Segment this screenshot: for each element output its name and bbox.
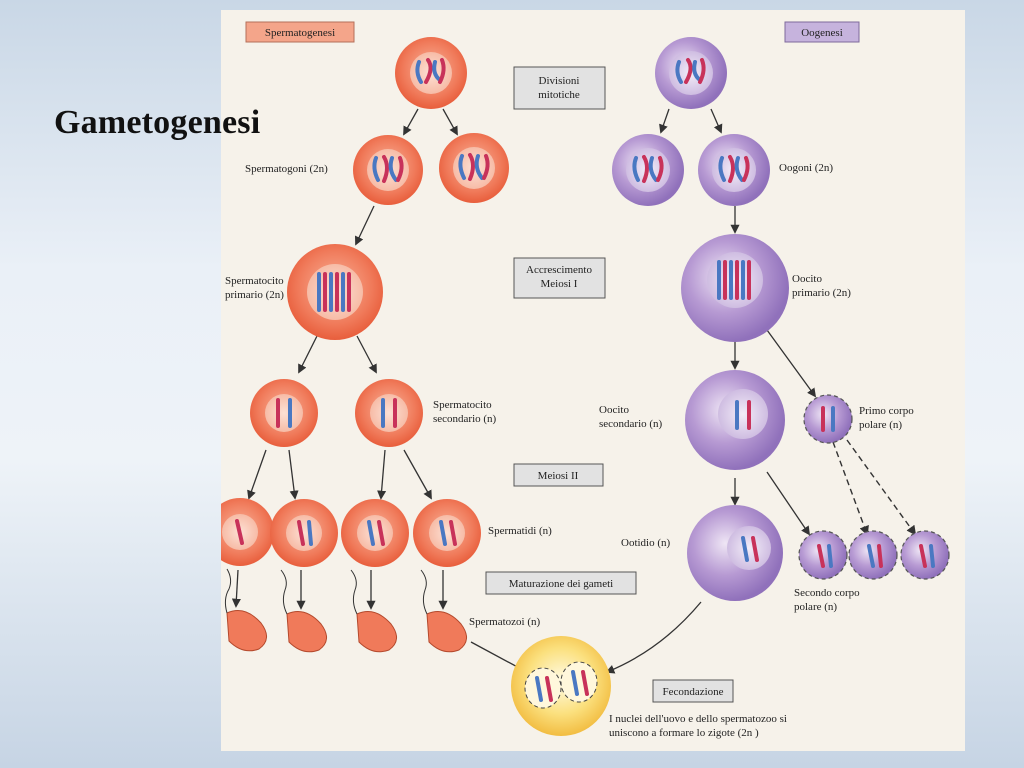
oogonio-2 — [698, 134, 770, 206]
label-ootidio: Ootidio (n) — [621, 537, 671, 549]
stage-box-fecondazione: Fecondazione — [652, 679, 734, 703]
header-spermatogenesi: Spermatogenesi — [245, 21, 355, 43]
oogonio-1 — [612, 134, 684, 206]
label-oocito-primario-1: Oocito — [792, 273, 822, 285]
gametogenesis-figure: Spermatogenesi Oogenesi Divisioni mitoti… — [221, 10, 965, 751]
label-spermatocito-secondario-2: secondario (n) — [433, 413, 497, 425]
caption-zigote-2: uniscono a formare lo zigote (2n ) — [609, 727, 759, 739]
label-oocito-secondario-2: secondario (n) — [599, 418, 663, 430]
arrows — [231, 108, 817, 674]
stage-box-accrescimento: Accrescimento Meiosi I — [513, 257, 606, 299]
svg-text:Accrescimento: Accrescimento — [526, 264, 592, 276]
svg-text:Meiosi II: Meiosi II — [538, 470, 579, 482]
label-spermatocito-primario-2: primario (2n) — [225, 289, 284, 301]
stage-box-maturazione: Maturazione dei gameti — [485, 571, 637, 595]
label-spermatogoni: Spermatogoni (2n) — [245, 163, 328, 175]
header-oogenesi: Oogenesi — [784, 21, 860, 43]
oogonio-madre — [655, 37, 727, 109]
label-spermatocito-primario-1: Spermatocito — [225, 275, 284, 287]
svg-text:Fecondazione: Fecondazione — [662, 686, 723, 698]
spermatogonio-1 — [353, 135, 423, 205]
label-spermatidi: Spermatidi (n) — [488, 525, 552, 537]
ootidio — [687, 505, 783, 601]
label-primo-corpo-2: polare (n) — [859, 419, 902, 431]
label-oocito-primario-2: primario (2n) — [792, 287, 851, 299]
svg-text:Maturazione dei gameti: Maturazione dei gameti — [509, 578, 613, 590]
secondo-corpo-polare — [798, 530, 950, 580]
svg-text:mitotiche: mitotiche — [538, 89, 580, 101]
svg-text:Meiosi I: Meiosi I — [541, 278, 578, 290]
label-spermatozoi: Spermatozoi (n) — [469, 616, 541, 628]
label-oogoni: Oogoni (2n) — [779, 162, 833, 174]
primo-corpo-polare — [803, 394, 853, 444]
spermatidi — [221, 498, 481, 567]
spermatozoi — [224, 568, 467, 653]
svg-text:Oogenesi: Oogenesi — [801, 27, 843, 39]
stage-box-divisioni: Divisioni mitotiche — [513, 66, 606, 110]
dashed-arrows — [832, 439, 917, 536]
spermatogonio-2 — [439, 133, 509, 203]
svg-text:Divisioni: Divisioni — [539, 75, 580, 87]
label-spermatocito-secondario-1: Spermatocito — [433, 399, 492, 411]
label-secondo-corpo-2: polare (n) — [794, 601, 837, 613]
spermatocito-secondario-2 — [355, 379, 423, 447]
label-primo-corpo-1: Primo corpo — [859, 405, 914, 417]
gametogenesis-diagram: Spermatogenesi Oogenesi Divisioni mitoti… — [221, 21, 950, 739]
stage-box-meiosi2: Meiosi II — [513, 463, 604, 487]
slide-title: Gametogenesi — [54, 104, 261, 141]
label-oocito-secondario-1: Oocito — [599, 404, 629, 416]
zigote — [511, 636, 611, 736]
oocito-primario — [681, 234, 789, 342]
oocito-secondario — [685, 370, 785, 470]
caption-zigote-1: I nuclei dell'uovo e dello spermatozoo s… — [609, 713, 787, 725]
spermatocito-secondario-1 — [250, 379, 318, 447]
spermatogonio-madre — [395, 37, 467, 109]
spermatocito-primario — [287, 244, 383, 340]
svg-text:Spermatogenesi: Spermatogenesi — [265, 27, 335, 39]
label-secondo-corpo-1: Secondo corpo — [794, 587, 860, 599]
